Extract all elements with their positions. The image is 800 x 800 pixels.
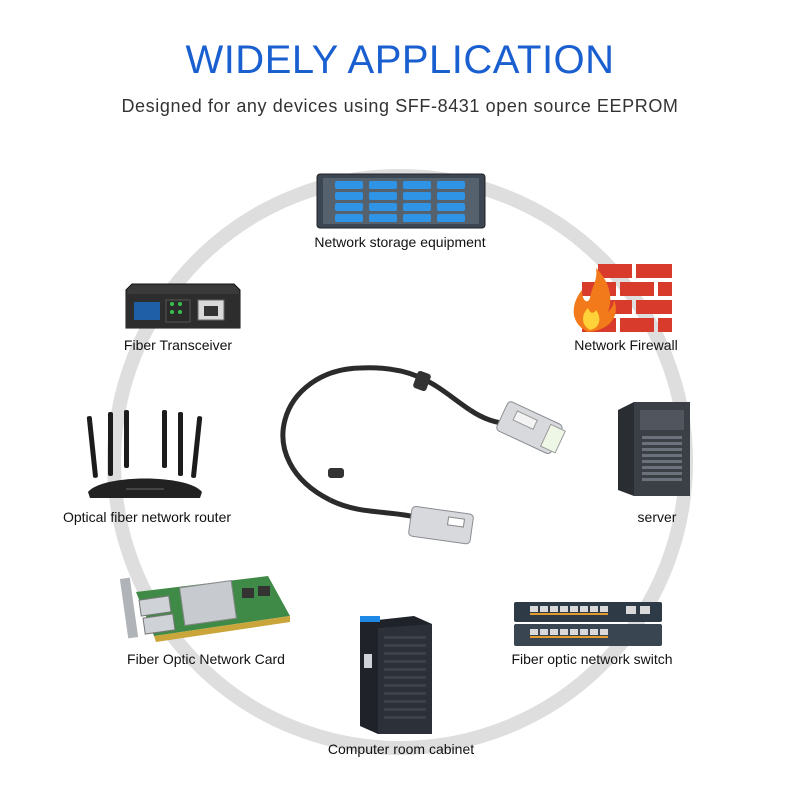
router-icon [86, 410, 203, 498]
firewall-icon [573, 264, 672, 332]
storage-server-icon [316, 173, 486, 229]
server-tower-icon [618, 402, 690, 496]
dac-cable-image [280, 365, 566, 545]
label-storage: Network storage equipment [314, 234, 486, 250]
label-server: server [637, 509, 677, 525]
network-switch-icon [514, 602, 662, 646]
label-switch: Fiber optic network switch [511, 651, 673, 667]
network-card-icon [119, 576, 290, 642]
page-title: WIDELY APPLICATION [185, 38, 615, 82]
label-transceiver: Fiber Transceiver [123, 337, 233, 353]
label-cabinet: Computer room cabinet [327, 741, 475, 757]
label-firewall: Network Firewall [574, 337, 678, 353]
label-router: Optical fiber network router [62, 509, 232, 525]
server-cabinet-icon [360, 616, 432, 734]
fiber-transceiver-icon [125, 283, 241, 329]
page-subtitle: Designed for any devices using SFF-8431 … [121, 96, 679, 116]
label-nic: Fiber Optic Network Card [127, 651, 285, 667]
